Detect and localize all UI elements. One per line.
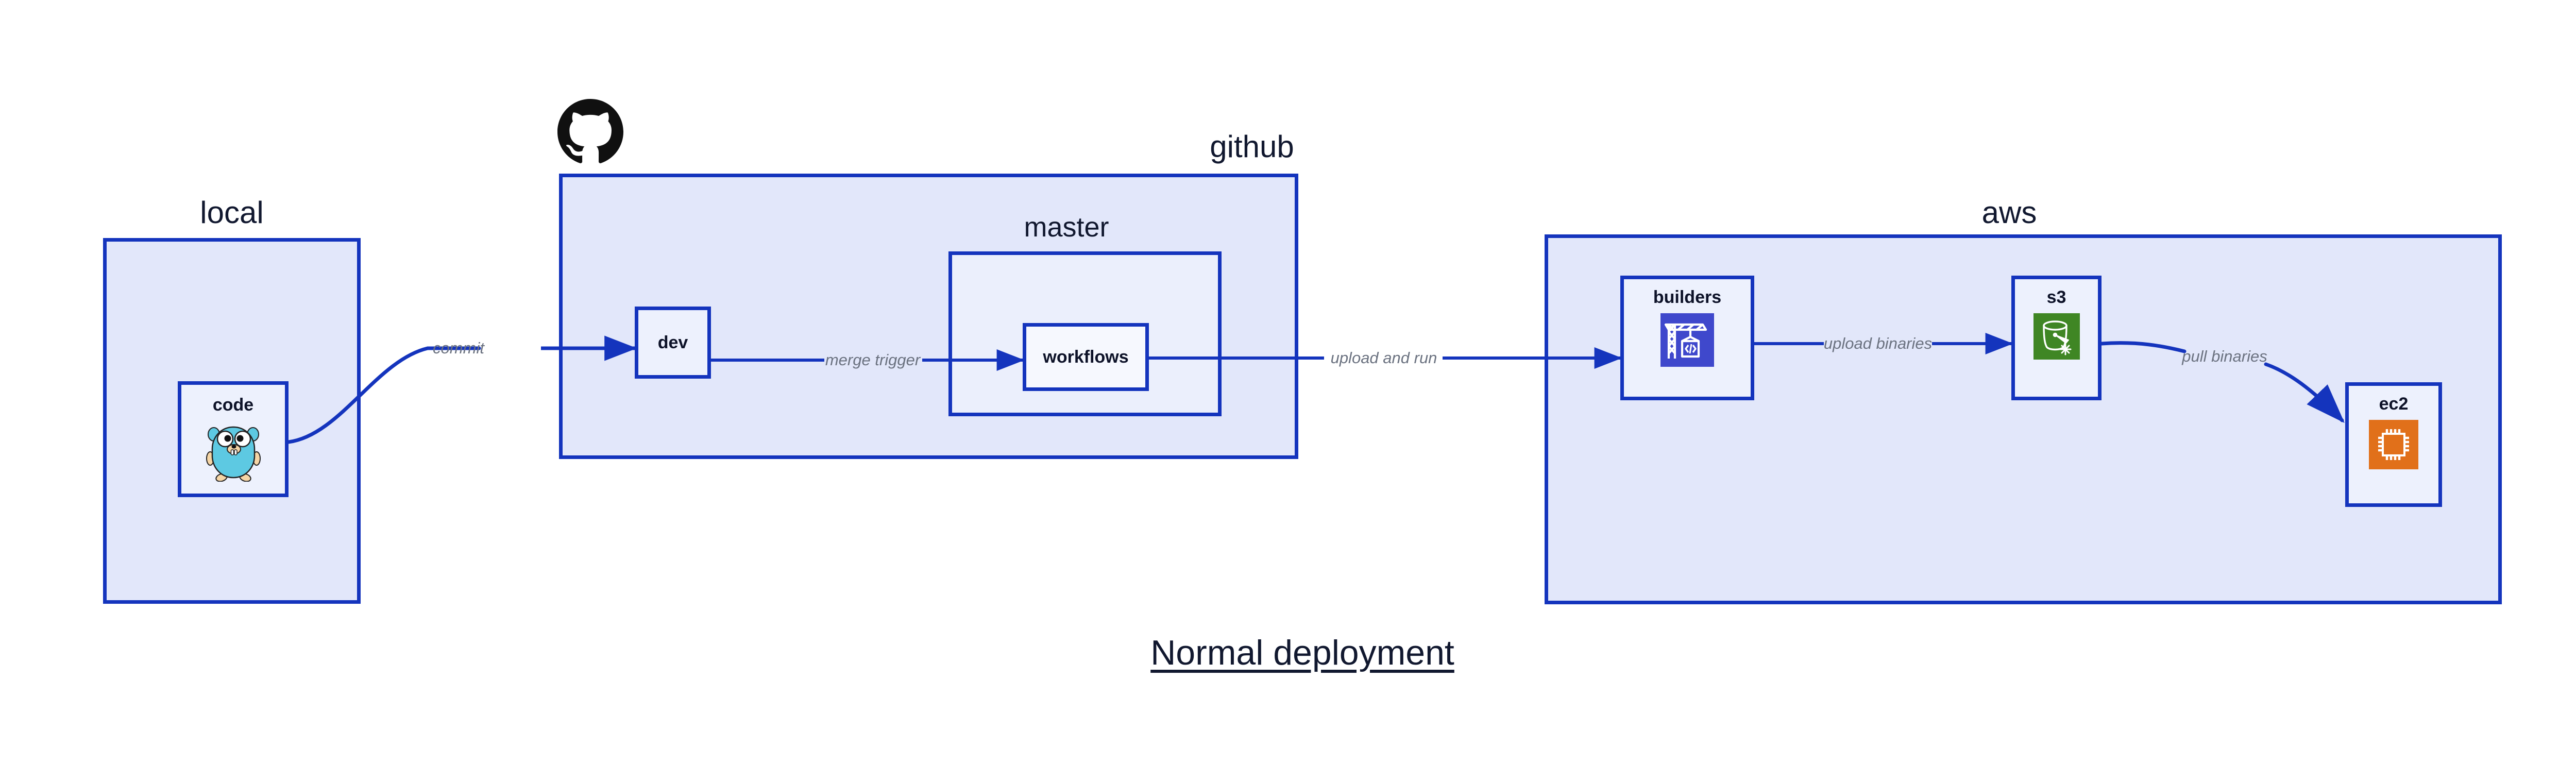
github-octocat-logo — [557, 99, 623, 167]
group-label-github: github — [1210, 129, 1294, 164]
node-label-builders: builders — [1653, 287, 1722, 307]
node-code[interactable]: code — [178, 381, 289, 497]
node-label-ec2: ec2 — [2379, 394, 2409, 414]
edge-label-pull-binaries: pull binaries — [2182, 347, 2267, 365]
node-label-workflows: workflows — [1043, 347, 1129, 367]
node-ec2[interactable]: ec2 — [2345, 382, 2442, 507]
group-label-master: master — [1024, 212, 1109, 243]
group-label-aws: aws — [1981, 195, 2037, 230]
aws-ec2-icon — [2369, 420, 2418, 472]
node-workflows[interactable]: workflows — [1023, 323, 1149, 391]
node-builders[interactable]: builders — [1620, 276, 1754, 400]
node-label-s3: s3 — [2046, 287, 2066, 307]
node-label-code: code — [212, 395, 254, 415]
edge-label-commit: commit — [433, 339, 484, 357]
node-s3[interactable]: s3 — [2011, 276, 2102, 400]
node-dev[interactable]: dev — [635, 307, 711, 379]
diagram-title: Normal deployment — [1150, 633, 1454, 672]
aws-s3-glacier-icon — [2033, 313, 2080, 362]
edge-label-upload-and-run: upload and run — [1330, 349, 1437, 367]
edge-label-merge-trigger: merge trigger — [825, 351, 921, 369]
group-label-local: local — [200, 195, 264, 230]
aws-codebuild-icon — [1660, 313, 1714, 369]
node-label-dev: dev — [657, 333, 688, 352]
edge-label-upload-binaries: upload binaries — [1823, 334, 1933, 352]
go-gopher-icon — [206, 421, 261, 484]
